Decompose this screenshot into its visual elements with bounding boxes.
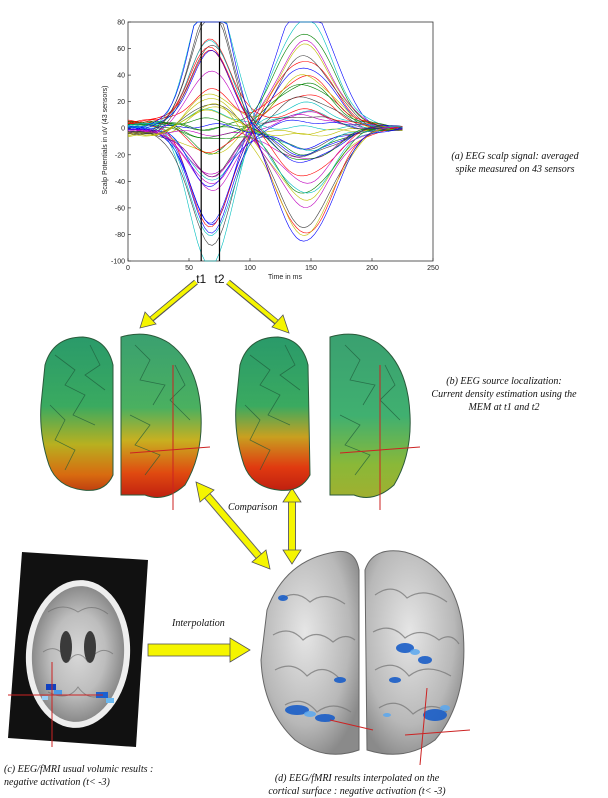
time-marker-label: t1 (196, 272, 206, 285)
y-tick-label: 20 (117, 99, 125, 106)
x-axis-label: Time in ms (268, 274, 302, 281)
mri-axial-slice (8, 552, 148, 747)
y-tick-label: 0 (121, 126, 125, 133)
x-tick-label: 100 (244, 265, 256, 272)
eeg-trace (127, 21, 403, 152)
eeg-trace (127, 21, 403, 242)
eeg-trace (127, 40, 403, 185)
caption-a: (a) EEG scalp signal: averaged spike mea… (451, 151, 579, 175)
caption-b: (b) EEG source localization: Current den… (431, 376, 577, 413)
y-tick-label: -60 (115, 205, 125, 212)
y-axis-label: Scalp Potentials in uV (43 sensors) (102, 86, 109, 195)
eeg-trace (127, 21, 403, 262)
eeg-trace (127, 113, 403, 178)
cortical-surface-render (260, 550, 470, 765)
y-tick-label: -100 (111, 259, 125, 266)
arrow-t1-to-left-brain (139, 279, 198, 329)
caption-d: (d) EEG/fMRI results interpolated on the… (268, 773, 446, 797)
eeg-trace (128, 117, 403, 160)
eeg-trace (127, 70, 403, 208)
y-tick-label: -40 (115, 179, 125, 186)
x-tick-label: 0 (126, 265, 130, 272)
brain-render-t2 (235, 333, 420, 510)
eeg-trace (127, 103, 403, 236)
y-tick-label: 40 (117, 73, 125, 80)
time-marker-label: t2 (214, 272, 224, 285)
eeg-trace (127, 44, 403, 135)
eeg-trace (127, 84, 403, 155)
eeg-trace (127, 82, 403, 139)
eeg-trace (127, 67, 403, 224)
arrow-interpolation (147, 637, 251, 663)
y-tick-label: 60 (117, 46, 125, 53)
brain-render-t1 (40, 333, 210, 510)
eeg-trace (127, 38, 403, 130)
interpolation-label: Interpolation (172, 618, 225, 629)
eeg-trace (127, 40, 403, 194)
eeg-trace (127, 111, 403, 175)
eeg-trace (127, 126, 403, 184)
y-tick-label: 80 (117, 20, 125, 27)
x-tick-label: 200 (366, 265, 378, 272)
comparison-label: Comparison (228, 502, 278, 513)
y-tick-label: -20 (115, 152, 125, 159)
eeg-trace (127, 126, 403, 191)
eeg-trace (127, 75, 403, 131)
caption-c: (c) EEG/fMRI usual volumic results : neg… (4, 764, 154, 788)
y-tick-label: -80 (115, 232, 125, 239)
x-tick-label: 250 (427, 265, 439, 272)
eeg-trace (127, 101, 403, 181)
x-tick-label: 50 (185, 265, 193, 272)
eeg-trace (127, 21, 403, 158)
x-tick-label: 150 (305, 265, 317, 272)
